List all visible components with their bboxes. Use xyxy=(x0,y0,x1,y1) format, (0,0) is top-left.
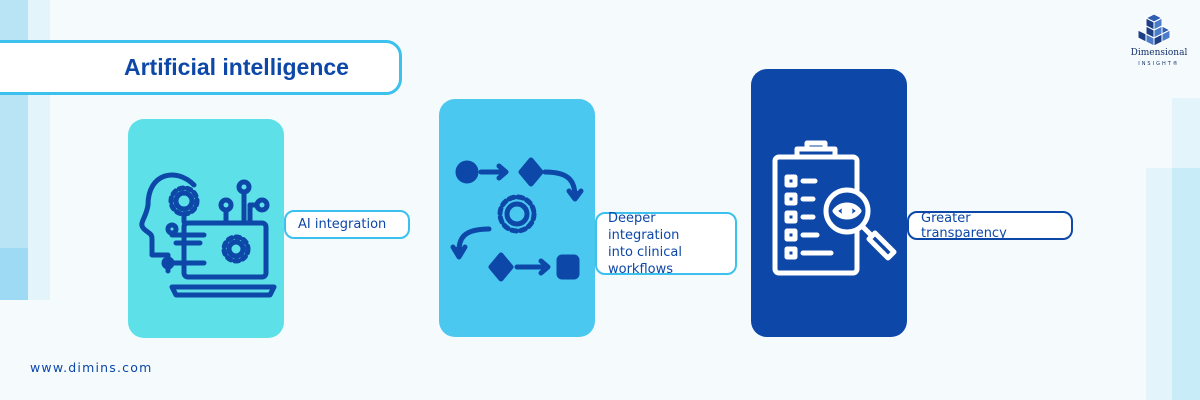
footer-url: www.dimins.com xyxy=(30,360,153,375)
ai-brain-laptop-icon xyxy=(139,172,277,298)
clipboard-magnifier-icon xyxy=(772,140,897,276)
step-card-greater-transparency xyxy=(751,69,907,337)
step-card-ai-integration xyxy=(128,119,284,338)
logo-wordmark: Dimensional xyxy=(1130,48,1188,58)
company-logo: Dimensional INSIGHT® xyxy=(1128,12,1190,74)
label-line: workflows xyxy=(608,261,674,277)
label-line: Deeper integration xyxy=(608,210,680,243)
left-decor-block xyxy=(0,248,28,300)
title-pill xyxy=(0,40,402,95)
logo-subtitle: INSIGHT® xyxy=(1138,61,1180,67)
step-card-clinical-workflows xyxy=(439,99,595,337)
workflow-gear-icon xyxy=(450,157,584,282)
label-line: into clinical xyxy=(608,244,682,260)
page-title: Artificial intelligence xyxy=(124,54,349,80)
cubes-logo-icon xyxy=(1137,13,1172,47)
step-label-greater-transparency: Greater transparency xyxy=(907,211,1073,241)
step-label-ai-integration: AI integration xyxy=(284,210,410,239)
right-decor-stripe xyxy=(1172,168,1200,400)
step-label-clinical-workflows: Deeper integration into clinical workflo… xyxy=(595,210,737,277)
